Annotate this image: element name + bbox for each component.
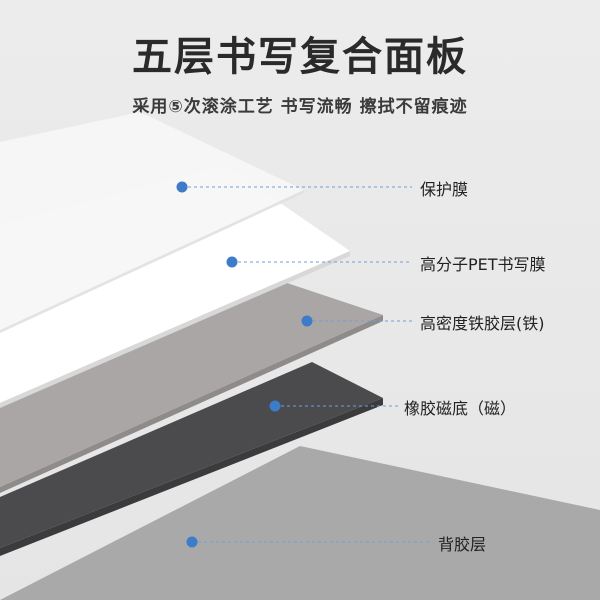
layer-protective-film-sheet <box>0 112 304 330</box>
marker-dot-5 <box>186 536 198 548</box>
layer-iron-adhesive-edge <box>0 315 383 493</box>
layer-label-rubber-magnet: 橡胶磁底（磁） <box>404 399 517 418</box>
layer-label-back-adhesive: 背胶层 <box>438 535 487 554</box>
layer-pet-film-edge <box>0 251 350 408</box>
layer-rubber-magnet-top <box>0 362 383 548</box>
layer-label-pet-film: 高分子PET书写膜 <box>420 255 546 274</box>
page-subtitle: 采用⑤次滚涂工艺 书写流畅 擦拭不留痕迹 <box>132 97 468 117</box>
layer-label-iron-adhesive: 高密度铁胶层(铁) <box>420 314 545 333</box>
marker-dot-3 <box>301 315 313 327</box>
layer-label-protective-film: 保护膜 <box>420 180 469 199</box>
marker-dot-4 <box>269 400 281 412</box>
page-title: 五层书写复合面板 <box>132 34 468 80</box>
layer-protective-film-edge <box>0 190 304 333</box>
layer-rubber-magnet-sheet <box>0 398 383 556</box>
layer-iron-adhesive-sheet <box>0 280 383 487</box>
layer-back-adhesive-sheet <box>0 446 600 600</box>
marker-dot-2 <box>226 256 238 268</box>
marker-dot-1 <box>176 181 188 193</box>
